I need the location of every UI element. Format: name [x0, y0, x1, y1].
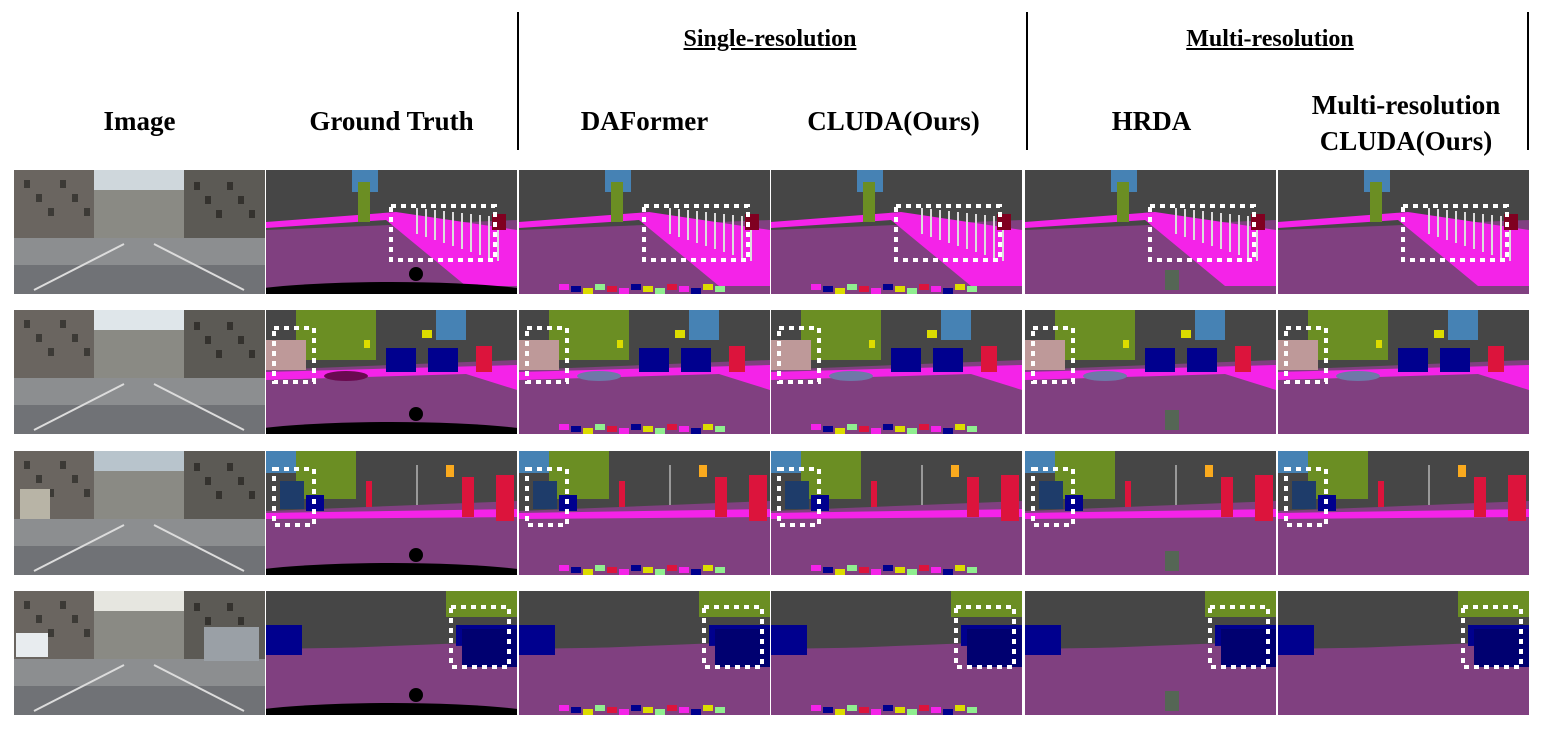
- segmentation-map: [266, 170, 517, 294]
- input-image: [14, 310, 265, 434]
- segmentation-map: [1025, 591, 1276, 715]
- col-header-daformer: DAFormer: [580, 106, 709, 136]
- segmentation-map: [519, 451, 770, 575]
- segmentation-map: [519, 591, 770, 715]
- divider-right: [1527, 12, 1529, 150]
- segmentation-map: [1278, 310, 1529, 434]
- input-image: [14, 170, 265, 294]
- col-header-hrda: HRDA: [1111, 106, 1192, 136]
- segmentation-map: [266, 451, 517, 575]
- col-header-cluda: CLUDA(Ours): [807, 106, 980, 136]
- input-image: [14, 591, 265, 715]
- segmentation-map: [266, 591, 517, 715]
- divider-left-multi: [1026, 12, 1028, 150]
- segmentation-map: [1025, 170, 1276, 294]
- segmentation-map: [1278, 451, 1529, 575]
- col-header-ground-truth: Ground Truth: [309, 106, 474, 136]
- segmentation-map: [519, 170, 770, 294]
- col-header-image: Image: [103, 106, 176, 136]
- segmentation-map: [771, 591, 1022, 715]
- segmentation-map: [519, 310, 770, 434]
- single-resolution-title: Single-resolution: [683, 26, 857, 52]
- segmentation-map: [266, 310, 517, 434]
- segmentation-map: [771, 451, 1022, 575]
- segmentation-map: [1025, 451, 1276, 575]
- segmentation-map: [771, 310, 1022, 434]
- multi-resolution-title: Multi-resolution: [1186, 26, 1354, 52]
- input-image: [14, 451, 265, 575]
- segmentation-map: [771, 170, 1022, 294]
- col-header-multi-resolution-cluda: Multi-resolution CLUDA(Ours): [1311, 90, 1501, 156]
- divider-left-single: [517, 12, 519, 150]
- segmentation-map: [1278, 170, 1529, 294]
- segmentation-map: [1025, 310, 1276, 434]
- segmentation-map: [1278, 591, 1529, 715]
